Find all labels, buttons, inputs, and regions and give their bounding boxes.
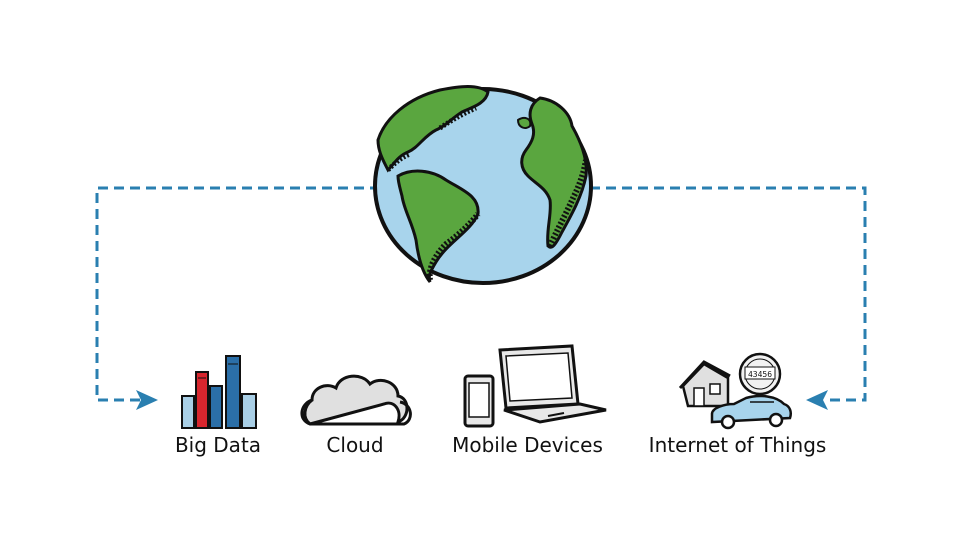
label-internet-of-things: Internet of Things — [648, 433, 827, 457]
bar-chart-icon — [181, 355, 257, 429]
connector-left — [95, 186, 380, 410]
globe-icon — [373, 85, 593, 285]
iot-icon: 43456 — [678, 352, 792, 430]
label-big-data: Big Data — [174, 433, 262, 457]
connector-right — [590, 186, 867, 410]
cloud-icon — [300, 374, 412, 426]
label-cloud: Cloud — [326, 433, 384, 457]
mobile-devices-icon — [463, 344, 607, 428]
meter-reading: 43456 — [748, 370, 772, 379]
label-mobile-devices: Mobile Devices — [452, 433, 603, 457]
arrowhead-left — [136, 390, 158, 410]
arrowhead-right — [806, 390, 828, 410]
